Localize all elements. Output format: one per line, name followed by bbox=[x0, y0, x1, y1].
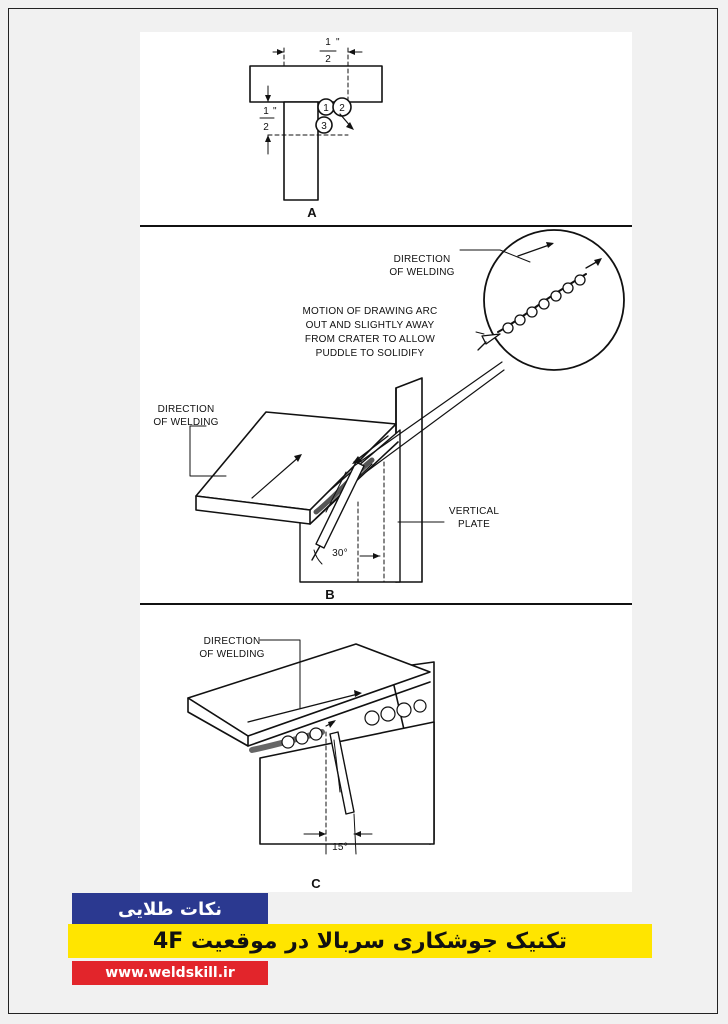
direction-label-line-2: OF WELDING bbox=[153, 417, 218, 428]
panel-a-label: A bbox=[307, 205, 317, 220]
weld-pass-2: 2 bbox=[339, 103, 345, 114]
panel-b-label: B bbox=[325, 587, 334, 602]
panel-c-label: C bbox=[311, 876, 321, 891]
url-banner[interactable]: www.weldskill.ir bbox=[72, 961, 268, 985]
motion-note-line-4: PUDDLE TO SOLIDIFY bbox=[316, 348, 425, 359]
fraction-top-mark: " bbox=[336, 37, 340, 48]
direction-c-line-1: DIRECTION bbox=[204, 636, 261, 647]
direction-c-line-2: OF WELDING bbox=[199, 649, 264, 660]
weld-pass-3: 3 bbox=[321, 121, 327, 132]
angle-30-label: 30° bbox=[332, 548, 348, 559]
weld-pass-1: 1 bbox=[323, 103, 329, 114]
motion-note-line-3: FROM CRATER TO ALLOW bbox=[305, 334, 435, 345]
vertical-plate-line-1: VERTICAL bbox=[449, 506, 500, 517]
fraction-top-denominator: 2 bbox=[325, 54, 331, 65]
fraction-top-numerator: 1 bbox=[325, 37, 331, 48]
panel-c bbox=[187, 639, 435, 855]
direction-callout-line-1: DIRECTION bbox=[394, 254, 451, 265]
title-banner: تکنیک جوشکاری سربالا در موقعیت 4F bbox=[68, 924, 652, 958]
panel-b bbox=[189, 229, 625, 583]
fraction-side-mark: " bbox=[273, 106, 277, 117]
direction-label-line-1: DIRECTION bbox=[158, 404, 215, 415]
vertical-plate-line-2: PLATE bbox=[458, 519, 490, 530]
motion-note-line-2: OUT AND SLIGHTLY AWAY bbox=[306, 320, 435, 331]
direction-callout-line-2: OF WELDING bbox=[389, 267, 454, 278]
motion-note-line-1: MOTION OF DRAWING ARC bbox=[303, 306, 438, 317]
angle-15-label: 15° bbox=[332, 842, 348, 853]
fraction-side-numerator: 1 bbox=[263, 106, 269, 117]
page-frame bbox=[8, 8, 718, 1014]
fraction-side-denominator: 2 bbox=[263, 122, 269, 133]
panel-a bbox=[249, 47, 383, 201]
diagram-sheet: 1 " 2 1 " 2 1 2 3 A DIRECTION OF WELDING… bbox=[140, 32, 632, 892]
weld-diagram: 1 " 2 1 " 2 1 2 3 A DIRECTION OF WELDING… bbox=[140, 37, 632, 891]
tag-banner: نکات طلایی bbox=[72, 893, 268, 925]
